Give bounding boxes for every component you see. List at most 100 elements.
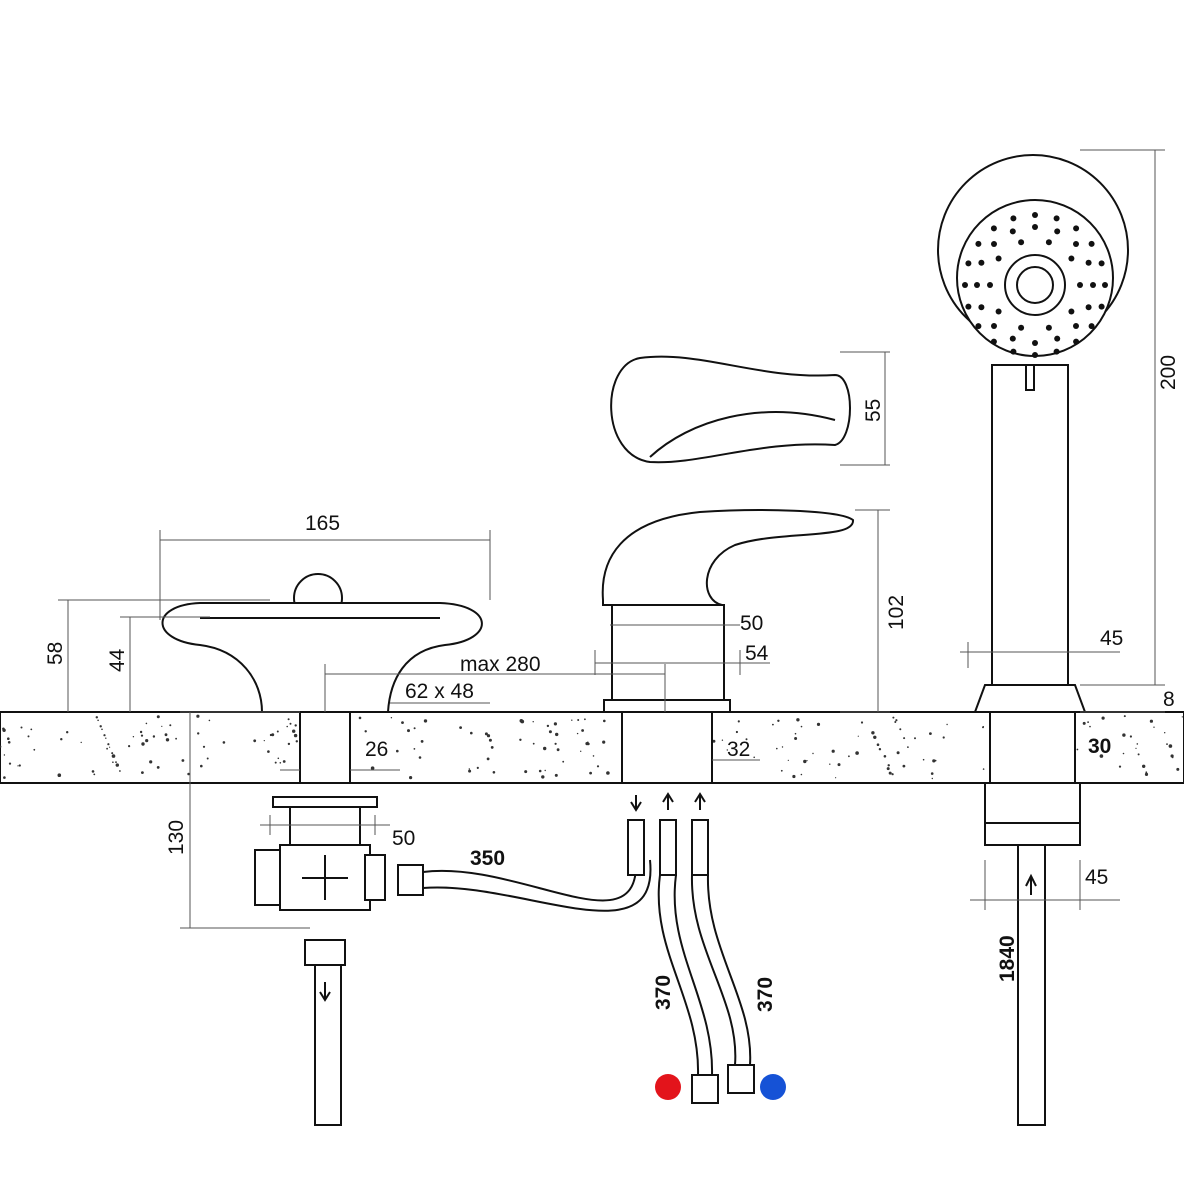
speckle (555, 732, 559, 737)
spray-hole (995, 255, 1002, 262)
spray-hole (978, 259, 985, 266)
speckle (18, 764, 21, 767)
speckle (286, 725, 289, 728)
speckle (857, 735, 859, 737)
speckle (165, 738, 170, 742)
speckle (208, 719, 211, 722)
speckle (97, 719, 99, 722)
speckle (922, 758, 925, 761)
spray-hole (1009, 335, 1016, 342)
speckle (1153, 726, 1155, 728)
speckle (1142, 764, 1146, 768)
speckle (269, 733, 272, 737)
spray-hole (1085, 304, 1092, 311)
speckle (105, 737, 107, 739)
speckle (476, 766, 479, 770)
dim-shower-nut: 45 (1085, 866, 1108, 889)
speckle (109, 746, 111, 748)
speckle (848, 755, 850, 758)
speckle (930, 772, 934, 775)
speckle (1118, 765, 1122, 768)
speckle (141, 771, 144, 774)
speckle (156, 715, 160, 719)
speckle (370, 766, 375, 770)
speckle (468, 768, 470, 770)
speckle (276, 730, 279, 733)
dim-spout-height: 58 (44, 642, 67, 665)
speckle (486, 734, 491, 738)
speckle (175, 737, 178, 740)
speckle (3, 754, 6, 756)
speckle (407, 729, 410, 733)
speckle (1089, 725, 1091, 728)
speckle (277, 757, 280, 760)
dimension-labels: 165 58 44 max 280 62 x 48 26 130 50 350 … (44, 355, 1180, 1012)
speckle (206, 757, 209, 760)
speckle (780, 769, 783, 772)
dim-shower-height: 200 (1157, 355, 1180, 390)
speckle (796, 718, 800, 722)
speckle (293, 733, 298, 738)
speckle (835, 777, 837, 779)
spray-hole (1032, 224, 1038, 230)
speckle (519, 738, 522, 741)
speckle (107, 743, 110, 746)
spout (161, 573, 483, 1126)
speckle (413, 727, 416, 730)
dim-valve-height: 130 (165, 820, 188, 855)
speckle (812, 752, 814, 755)
speckle (541, 775, 545, 779)
speckle (907, 746, 909, 748)
speckle (1129, 735, 1132, 738)
spray-hole (987, 282, 993, 288)
speckle (111, 752, 114, 755)
speckle (486, 757, 490, 761)
dim-lever-height: 55 (862, 399, 885, 422)
speckle (492, 771, 496, 774)
speckle (20, 726, 23, 729)
spray-hole (990, 225, 997, 232)
speckle (7, 741, 11, 744)
spray-hole (975, 240, 982, 247)
speckle (576, 732, 579, 735)
speckle (1144, 772, 1149, 777)
speckle (181, 759, 185, 762)
countertop (0, 711, 1184, 784)
speckle (873, 735, 877, 739)
speckle (556, 748, 560, 752)
speckle (1123, 715, 1126, 718)
dim-shower-base: 8 (1163, 688, 1175, 711)
speckle (282, 760, 286, 763)
speckle (3, 776, 6, 779)
speckle (726, 749, 728, 751)
dim-diverter-hose: 350 (470, 847, 505, 870)
lever-detail (610, 355, 851, 464)
speckle (803, 759, 807, 764)
spray-hole (1077, 282, 1083, 288)
speckle (860, 721, 864, 724)
speckle (409, 776, 413, 780)
speckle (490, 746, 494, 749)
dim-shower-pipe: 30 (1088, 735, 1111, 758)
speckle (99, 725, 102, 728)
speckle (364, 730, 367, 733)
speckle (17, 765, 19, 767)
speckle (103, 734, 106, 737)
speckle (745, 738, 748, 741)
speckle (111, 754, 116, 758)
speckle (8, 762, 12, 765)
speckle (580, 750, 582, 752)
speckle (781, 746, 784, 748)
speckle (164, 733, 168, 737)
spray-hole (1073, 323, 1079, 329)
speckle (562, 760, 565, 763)
speckle (914, 737, 916, 740)
mixer (601, 509, 855, 1104)
speckle (886, 767, 890, 771)
speckle (1122, 752, 1125, 755)
speckle (1137, 753, 1140, 756)
spray-hole (1088, 323, 1095, 330)
spray-hole (962, 282, 968, 288)
speckle (1145, 771, 1148, 774)
speckle (420, 740, 424, 743)
